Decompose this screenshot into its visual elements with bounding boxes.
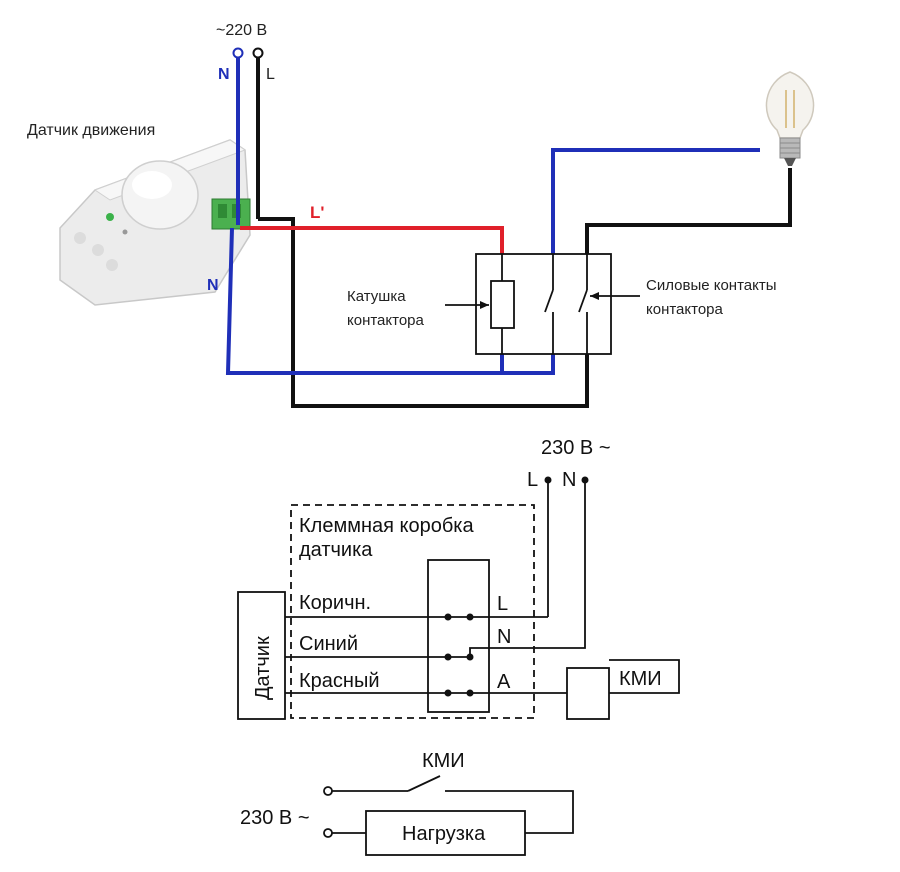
- wire-brown-label: Коричн.: [299, 592, 371, 614]
- terminal-block: [427, 559, 490, 713]
- top-diagram: ~220 В N L Датчик движения L': [27, 22, 815, 408]
- coil-label-line2: контактора: [347, 312, 425, 329]
- kmi-switch-label: КМИ: [422, 750, 465, 772]
- n-label-lower: N: [207, 277, 219, 294]
- switch-lead-out: [445, 790, 574, 834]
- load-label: Нагрузка: [402, 823, 486, 845]
- junction-box-line2: датчика: [299, 539, 373, 561]
- load-terminal-bottom: [323, 828, 333, 838]
- switched-wire-lprime: [240, 226, 504, 254]
- contacts-label-line2: контактора: [646, 301, 724, 318]
- load-supply-label: 230 В ~: [240, 807, 310, 829]
- wire-red-label: Красный: [299, 670, 380, 692]
- kmi-coil-label: КМИ: [619, 668, 662, 690]
- contacts-label-line1: Силовые контакты: [646, 277, 777, 294]
- load-diagram: КМИ 230 В ~ Нагрузка: [240, 750, 574, 856]
- kmi-coil-box: [566, 667, 610, 720]
- bottom-terminal-l: L: [527, 469, 538, 491]
- motion-sensor-device: [59, 139, 251, 306]
- terminal-l-top-label: L: [266, 66, 275, 83]
- top-supply-label: ~220 В: [216, 22, 267, 39]
- term-l-label: L: [497, 593, 508, 615]
- supply-n-line: [469, 480, 586, 657]
- kmi-switch-blade: [407, 775, 441, 792]
- load-box: [365, 810, 526, 856]
- sensor-title: Датчик движения: [27, 122, 155, 139]
- term-n-label: N: [497, 626, 511, 648]
- neutral-wire-return: [225, 148, 760, 375]
- l-prime-label: L': [310, 203, 324, 222]
- junction-box-line1: Клеммная коробка: [299, 515, 474, 537]
- coil-label-line1: Катушка: [347, 288, 406, 305]
- terminal-n-top: [232, 47, 244, 59]
- junction-box: [290, 504, 535, 719]
- power-contacts: [544, 254, 588, 354]
- term-a-label: A: [497, 671, 511, 693]
- bottom-supply-label: 230 В ~: [541, 437, 611, 459]
- bottom-terminal-n: N: [562, 469, 576, 491]
- terminal-dots: [444, 613, 474, 697]
- sensor-label: Датчик: [252, 636, 274, 700]
- terminal-n-top-label: N: [218, 66, 230, 83]
- bottom-diagram: 230 В ~ L N Клеммная коробка датчика Дат…: [237, 437, 680, 720]
- wire-blue-label: Синий: [299, 633, 358, 655]
- phase-wire-to-contacts: [258, 168, 792, 408]
- sensor-box: [237, 591, 286, 720]
- n-to-kmi-line: [609, 659, 680, 694]
- load-terminal-top: [323, 786, 333, 796]
- terminal-l-top: [252, 47, 264, 59]
- contactor-coil: [490, 280, 515, 329]
- light-bulb-icon: [765, 71, 815, 166]
